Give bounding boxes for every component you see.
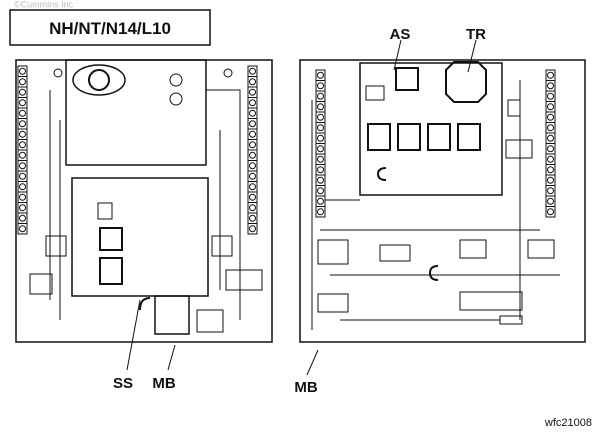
- title-box: NH/NT/N14/L10: [9, 9, 211, 46]
- terminal-screw-icon: [249, 214, 256, 222]
- terminal-screw-icon: [249, 88, 256, 96]
- terminal-screw-icon: [317, 145, 324, 153]
- terminal-screw-icon: [547, 103, 554, 111]
- mounting-plate: [72, 64, 126, 96]
- terminal-screw-icon: [19, 214, 26, 222]
- terminal-screw-icon: [249, 204, 256, 212]
- terminal-screw-icon: [317, 166, 324, 174]
- watermark: ©Cummins Inc: [14, 0, 74, 10]
- terminal-screw-icon: [317, 208, 324, 216]
- callout-as: AS: [390, 26, 411, 43]
- terminal-screw-icon: [317, 82, 324, 90]
- upper-enclosure: [65, 59, 207, 166]
- terminal-screw-icon: [249, 141, 256, 149]
- callout-mb-right: MB: [294, 379, 317, 396]
- terminal-screw-icon: [19, 130, 26, 138]
- terminal-screw-icon: [19, 204, 26, 212]
- terminal-screw-icon: [547, 113, 554, 121]
- terminal-screw-icon: [547, 145, 554, 153]
- terminal-screw-icon: [547, 124, 554, 132]
- as-module: [359, 62, 503, 196]
- terminal-screw-icon: [19, 193, 26, 201]
- terminal: [315, 206, 326, 218]
- terminal-screw-icon: [19, 99, 26, 107]
- terminal-screw-icon: [317, 103, 324, 111]
- terminal-screw-icon: [249, 130, 256, 138]
- terminal-screw-icon: [317, 71, 324, 79]
- terminal-screw-icon: [547, 134, 554, 142]
- terminal: [17, 223, 28, 235]
- terminal-screw-icon: [317, 187, 324, 195]
- ss-module: [71, 177, 209, 297]
- terminal-screw-icon: [317, 134, 324, 142]
- terminal-screw-icon: [19, 151, 26, 159]
- terminal-screw-icon: [547, 155, 554, 163]
- terminal-screw-icon: [249, 109, 256, 117]
- terminal-screw-icon: [249, 67, 256, 75]
- terminal-screw-icon: [547, 166, 554, 174]
- terminal-screw-icon: [249, 193, 256, 201]
- terminal-strips: [17, 65, 556, 235]
- transformer: [445, 61, 487, 103]
- terminal-screw-icon: [19, 67, 26, 75]
- terminal-screw-icon: [249, 78, 256, 86]
- terminal-screw-icon: [547, 71, 554, 79]
- callout-tr: TR: [466, 26, 486, 43]
- terminal-screw-icon: [19, 183, 26, 191]
- terminal: [247, 223, 258, 235]
- terminal-screw-icon: [317, 155, 324, 163]
- terminal-screw-icon: [547, 197, 554, 205]
- terminal-screw-icon: [19, 78, 26, 86]
- title: NH/NT/N14/L10: [49, 19, 171, 38]
- terminal-screw-icon: [19, 162, 26, 170]
- terminal-screw-icon: [317, 176, 324, 184]
- terminal: [545, 206, 556, 218]
- figure-reference: wfc21008: [544, 417, 592, 429]
- terminal-screw-icon: [249, 99, 256, 107]
- terminal-screw-icon: [317, 92, 324, 100]
- terminal-screw-icon: [317, 113, 324, 121]
- terminal-screw-icon: [19, 120, 26, 128]
- terminal-screw-icon: [19, 109, 26, 117]
- left-circuit-board: [15, 59, 273, 343]
- terminal-screw-icon: [317, 197, 324, 205]
- terminal-screw-icon: [249, 225, 256, 233]
- callout-mb-left: MB: [152, 375, 175, 392]
- terminal-screw-icon: [249, 172, 256, 180]
- terminal-screw-icon: [19, 225, 26, 233]
- terminal-screw-icon: [547, 208, 554, 216]
- callout-ss: SS: [113, 375, 133, 392]
- terminal-screw-icon: [547, 187, 554, 195]
- terminal-screw-icon: [547, 82, 554, 90]
- terminal-screw-icon: [547, 176, 554, 184]
- terminal-screw-icon: [547, 92, 554, 100]
- terminal-screw-icon: [19, 141, 26, 149]
- terminal-screw-icon: [249, 151, 256, 159]
- terminal-screw-icon: [249, 183, 256, 191]
- terminal-screw-icon: [317, 124, 324, 132]
- callout-leaders: [126, 39, 477, 376]
- terminal-screw-icon: [19, 88, 26, 96]
- right-circuit-board: [299, 59, 586, 343]
- terminal-screw-icon: [19, 172, 26, 180]
- terminal-screw-icon: [249, 120, 256, 128]
- terminal-screw-icon: [249, 162, 256, 170]
